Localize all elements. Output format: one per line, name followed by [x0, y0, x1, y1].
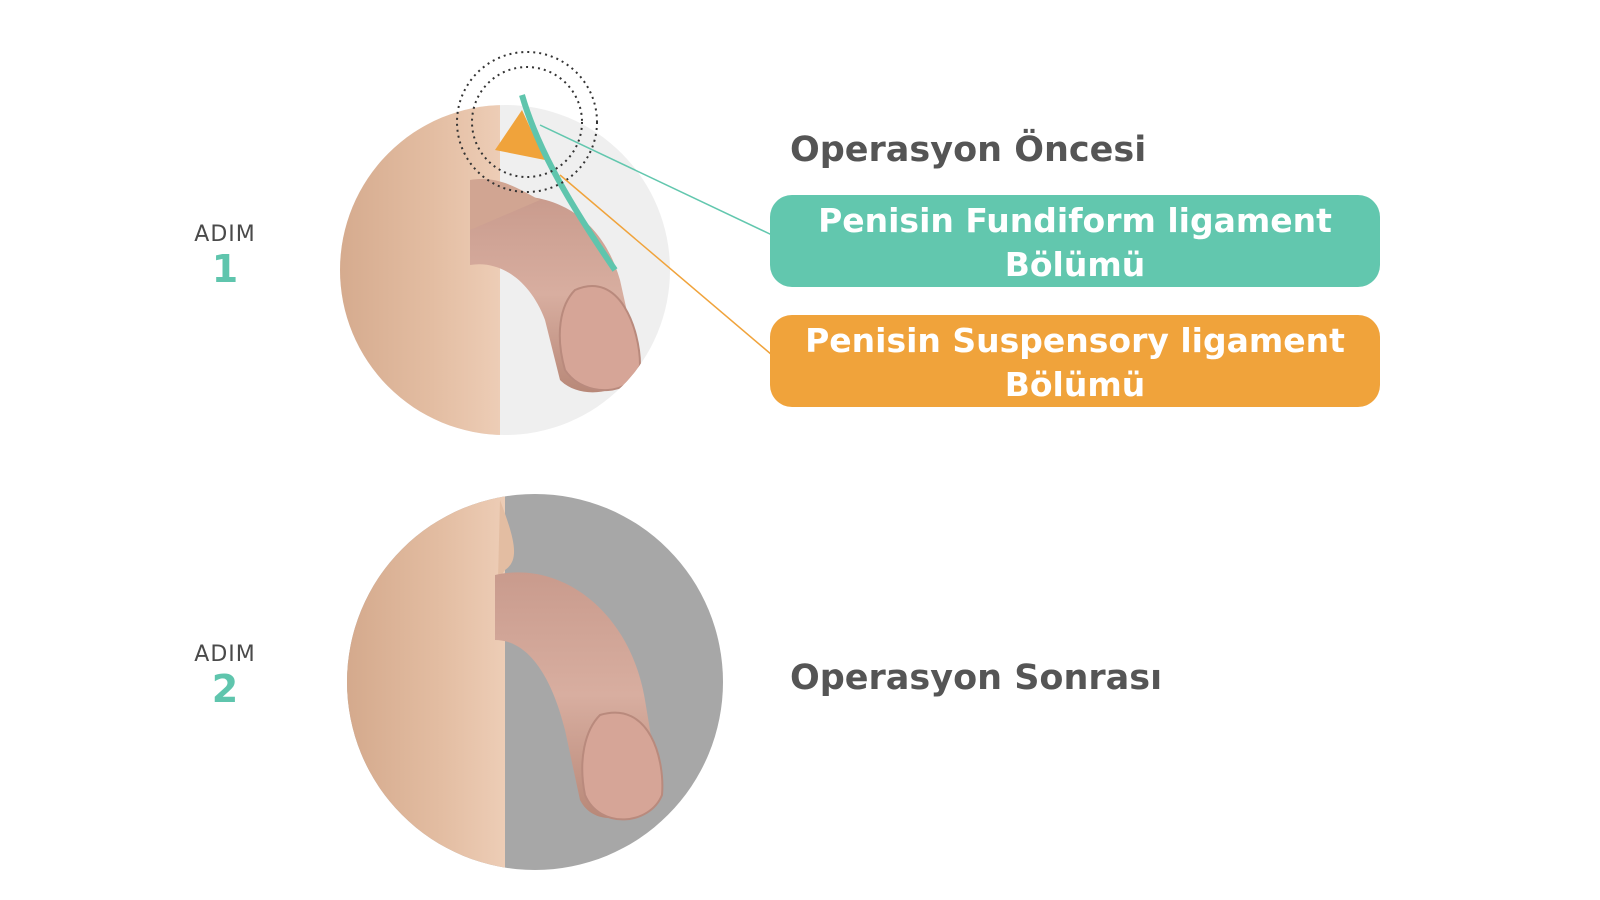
fundiform-ligament-shape	[519, 94, 618, 272]
fundiform-ligament-callout: Penisin Fundiform ligament Bölümü	[770, 195, 1380, 287]
suspensory-ligament-shape	[495, 110, 545, 160]
fundiform-leader-line	[539, 124, 773, 236]
callout-line-2: Bölümü	[1004, 245, 1146, 284]
suspensory-ligament-callout: Penisin Suspensory ligament Bölümü	[770, 315, 1380, 407]
pre-operation-illustration	[340, 51, 773, 435]
pre-operation-heading: Operasyon Öncesi	[790, 130, 1147, 170]
post-operation-illustration	[347, 494, 723, 870]
callout-line-1: Penisin Suspensory ligament	[805, 321, 1345, 360]
callout-line-1: Penisin Fundiform ligament	[818, 201, 1332, 240]
step-label-2: ADIM 2	[170, 642, 280, 711]
highlight-ring-inner	[471, 66, 583, 178]
step-word: ADIM	[194, 222, 256, 247]
step-word: ADIM	[194, 642, 256, 667]
step-number: 1	[211, 247, 239, 291]
highlight-ring-outer	[456, 51, 598, 193]
callout-line-2: Bölümü	[1004, 365, 1146, 404]
suspensory-leader-line	[559, 174, 773, 356]
step-number: 2	[211, 667, 239, 711]
post-operation-heading: Operasyon Sonrası	[790, 658, 1163, 698]
step-label-1: ADIM 1	[170, 222, 280, 291]
